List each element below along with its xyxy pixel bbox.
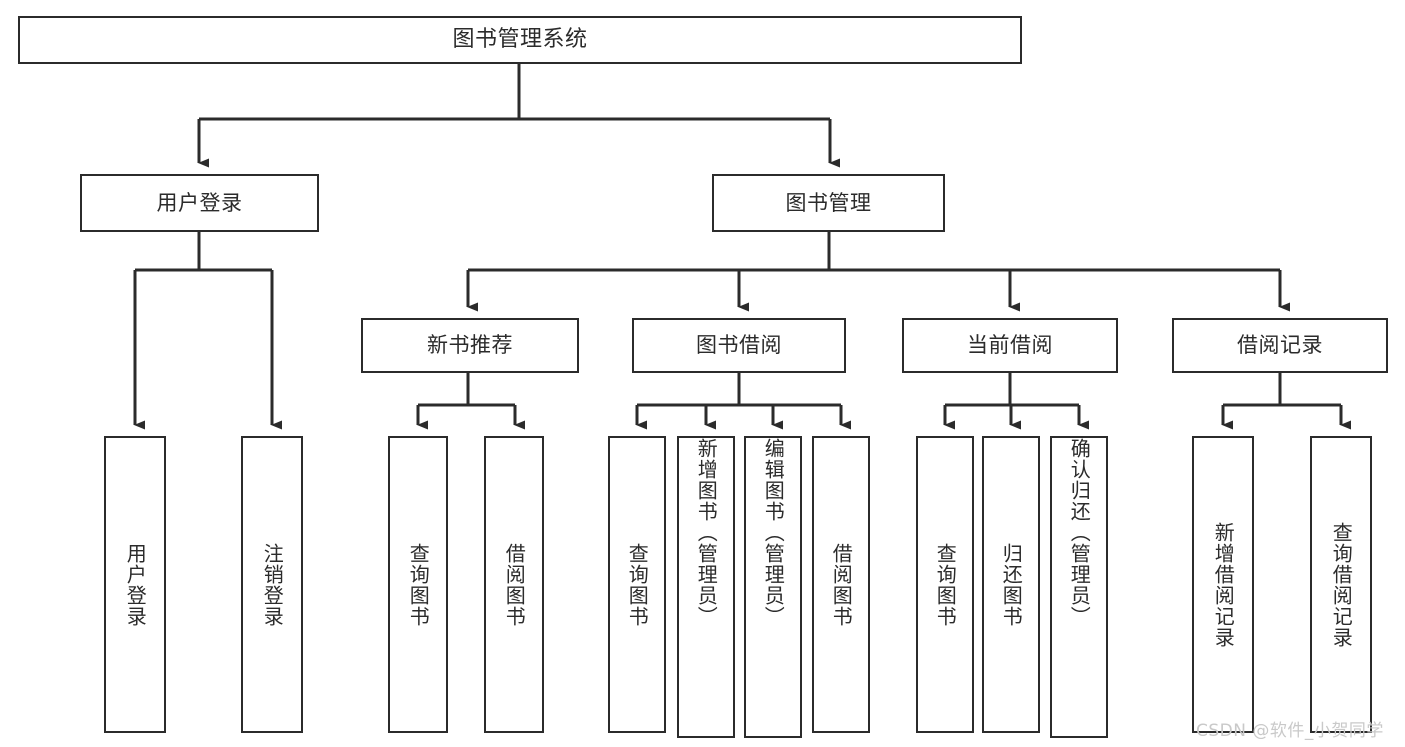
node-leaf-borrow-book-2[interactable]: 借阅图书: [812, 436, 870, 733]
node-book-borrow[interactable]: 图书借阅: [632, 318, 846, 373]
node-leaf-add-borrow-record-label: 新增借阅记录: [1211, 521, 1236, 648]
node-leaf-borrow-book-1[interactable]: 借阅图书: [484, 436, 544, 733]
node-user-login-label: 用户登录: [156, 190, 243, 215]
node-leaf-query-book-3[interactable]: 查询图书: [916, 436, 974, 733]
node-current-borrow[interactable]: 当前借阅: [902, 318, 1118, 373]
node-book-borrow-label: 图书借阅: [696, 333, 782, 358]
node-leaf-confirm-return-admin[interactable]: 确认归还（管理员）: [1050, 436, 1108, 738]
node-new-book-recommend[interactable]: 新书推荐: [361, 318, 579, 373]
node-leaf-logout-login[interactable]: 注销登录: [241, 436, 303, 733]
node-book-manage-label: 图书管理: [785, 190, 872, 215]
node-leaf-query-book-1[interactable]: 查询图书: [388, 436, 448, 733]
node-leaf-query-book-2-label: 查询图书: [625, 542, 650, 627]
node-leaf-borrow-book-1-label: 借阅图书: [502, 542, 527, 627]
node-leaf-user-login[interactable]: 用户登录: [104, 436, 166, 733]
node-current-borrow-label: 当前借阅: [967, 333, 1053, 358]
node-leaf-user-login-label: 用户登录: [123, 542, 148, 627]
node-leaf-query-book-2[interactable]: 查询图书: [608, 436, 666, 733]
node-user-login[interactable]: 用户登录: [80, 174, 319, 232]
node-leaf-edit-book-admin[interactable]: 编辑图书（管理员）: [744, 436, 802, 738]
node-leaf-return-book-label: 归还图书: [999, 542, 1024, 627]
node-leaf-add-book-admin[interactable]: 新增图书（管理员）: [677, 436, 735, 738]
node-new-book-recommend-label: 新书推荐: [427, 333, 513, 358]
node-leaf-add-book-admin-label: 新增图书（管理员）: [694, 438, 719, 627]
node-root-label: 图书管理系统: [452, 27, 588, 53]
node-borrow-record[interactable]: 借阅记录: [1172, 318, 1388, 373]
node-leaf-query-book-1-label: 查询图书: [406, 542, 431, 627]
node-root[interactable]: 图书管理系统: [18, 16, 1022, 64]
node-leaf-query-borrow-record[interactable]: 查询借阅记录: [1310, 436, 1372, 733]
node-leaf-logout-login-label: 注销登录: [260, 542, 285, 627]
node-leaf-query-borrow-record-label: 查询借阅记录: [1329, 521, 1354, 648]
node-borrow-record-label: 借阅记录: [1237, 333, 1323, 358]
node-leaf-return-book[interactable]: 归还图书: [982, 436, 1040, 733]
node-leaf-edit-book-admin-label: 编辑图书（管理员）: [761, 438, 786, 627]
node-leaf-borrow-book-2-label: 借阅图书: [829, 542, 854, 627]
node-leaf-add-borrow-record[interactable]: 新增借阅记录: [1192, 436, 1254, 733]
node-book-manage[interactable]: 图书管理: [712, 174, 945, 232]
node-leaf-query-book-3-label: 查询图书: [933, 542, 958, 627]
node-leaf-confirm-return-admin-label: 确认归还（管理员）: [1067, 438, 1092, 627]
